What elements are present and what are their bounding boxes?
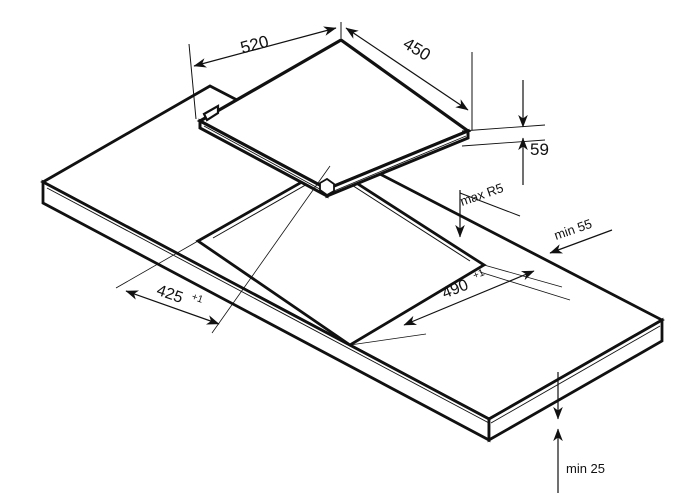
cooktop-front-corner-block — [319, 177, 335, 197]
dim-line-490 — [403, 270, 535, 326]
leader-line-maxR5 — [459, 192, 521, 217]
ext-line-59-top — [461, 124, 546, 132]
dimension-label-490-tolerance: +1 — [472, 267, 487, 282]
ext-line-min25-bottom — [486, 382, 591, 441]
dim-line-425 — [125, 290, 220, 325]
ext-line-520-left — [188, 43, 197, 120]
dimension-label-425-tolerance: +1 — [190, 292, 205, 306]
worktop-right-edge-inner-line — [490, 325, 661, 424]
worktop-front-edge-inner-line — [46, 187, 490, 424]
dimension-label-59: 59 — [530, 140, 549, 159]
dimension-label-min25: min 25 — [566, 461, 605, 476]
dimension-59-group: 59 — [461, 80, 549, 185]
ext-line-490-near — [349, 333, 427, 346]
ext-line-425-near — [115, 240, 199, 289]
leader-line-min55 — [549, 229, 613, 254]
cooktop-trim-line-right — [328, 135, 467, 194]
dimension-min25-group: min 25 — [486, 361, 605, 493]
dim-line-450 — [345, 27, 469, 111]
ext-line-min25-top — [486, 361, 591, 420]
cooktop-group — [196, 38, 472, 199]
ext-line-59-bottom — [461, 139, 546, 147]
cooktop-left-mounting-tab — [202, 104, 220, 122]
ext-line-425-far — [211, 165, 331, 334]
dim-line-520 — [193, 26, 337, 68]
cooktop-trim-line-left — [203, 125, 328, 194]
dimension-425-group: 425 +1 — [115, 165, 331, 334]
